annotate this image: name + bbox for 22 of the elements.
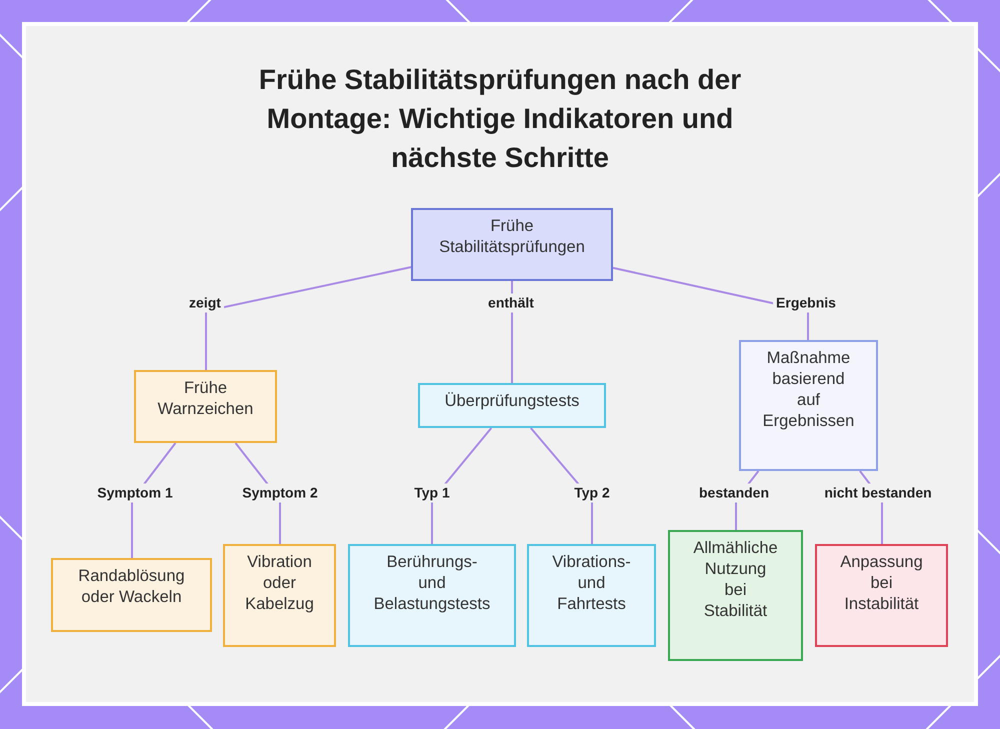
process-box — [815, 544, 948, 647]
process-box — [418, 383, 606, 428]
node-text: Frühe Stabilitätsprüfungen — [438, 216, 586, 258]
process-box — [668, 530, 803, 661]
node-text: Vibrations- und Fahrtests — [551, 552, 632, 615]
connector-line — [205, 266, 412, 370]
diagram-title: Frühe Stabilitätsprüfungen nach der Montage: Wichtige Indikatoren und nächste Schritte — [258, 63, 742, 175]
node-text: Randablösung oder Wackeln — [77, 566, 186, 608]
process-box — [223, 544, 336, 647]
node-text: Allmähliche Nutzung bei Stabilität — [692, 538, 778, 622]
node-text: Überprüfungstests — [444, 391, 580, 412]
node-text: Berührungs- und Belastungstests — [372, 552, 492, 615]
node-text: Frühe Warnzeichen — [156, 378, 254, 420]
process-box — [739, 340, 878, 471]
process-box — [527, 544, 656, 647]
process-box — [134, 370, 277, 443]
node-text: Maßnahme basierend auf Ergebnissen — [762, 348, 856, 432]
process-box — [411, 208, 613, 281]
node-text: Vibration oder Kabelzug — [244, 552, 315, 615]
process-box — [51, 558, 212, 632]
process-box — [348, 544, 516, 647]
node-text: Anpassung bei Instabilität — [839, 552, 924, 615]
